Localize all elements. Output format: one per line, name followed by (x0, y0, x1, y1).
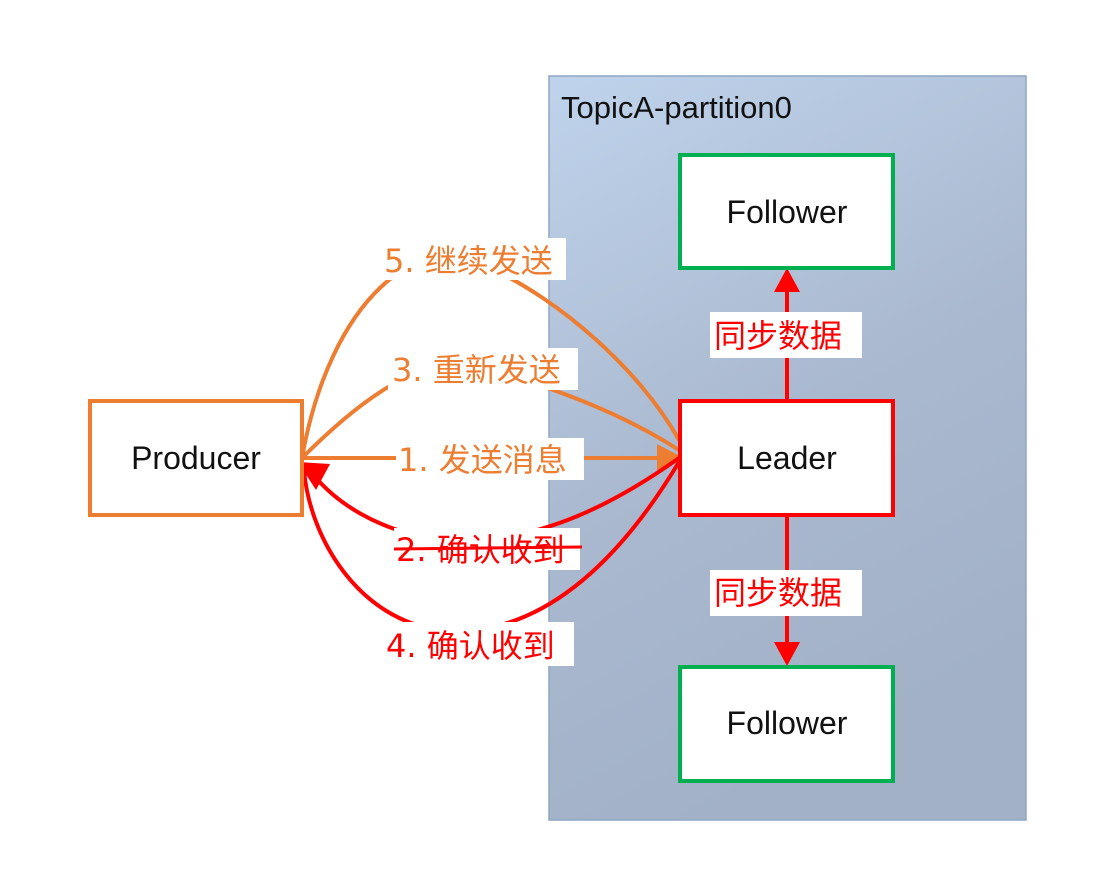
orange-arrowhead (657, 444, 684, 472)
label-continue-send: 5. 继续发送 (384, 242, 553, 280)
node-leader: Leader (678, 399, 895, 517)
sync-down-arrowhead (774, 642, 800, 666)
node-producer: Producer (88, 399, 304, 517)
producer-label: Producer (131, 440, 261, 476)
node-follower-bottom: Follower (678, 665, 895, 783)
strike-ack-received-1 (393, 545, 583, 551)
follower-top-label: Follower (727, 194, 848, 230)
sync-up-arrowhead (774, 268, 800, 292)
label-resend: 3. 重新发送 (392, 351, 561, 389)
red-arrowhead-producer (298, 462, 330, 490)
label-sync-down: 同步数据 (714, 574, 842, 612)
label-sync-up: 同步数据 (714, 317, 842, 355)
label-ack-received-2: 4. 确认收到 (386, 627, 555, 665)
node-follower-top: Follower (678, 153, 895, 270)
follower-bottom-label: Follower (727, 705, 848, 741)
leader-label: Leader (737, 440, 837, 476)
partition-title: TopicA-partition0 (561, 90, 792, 125)
label-send-message: 1. 发送消息 (398, 441, 567, 479)
